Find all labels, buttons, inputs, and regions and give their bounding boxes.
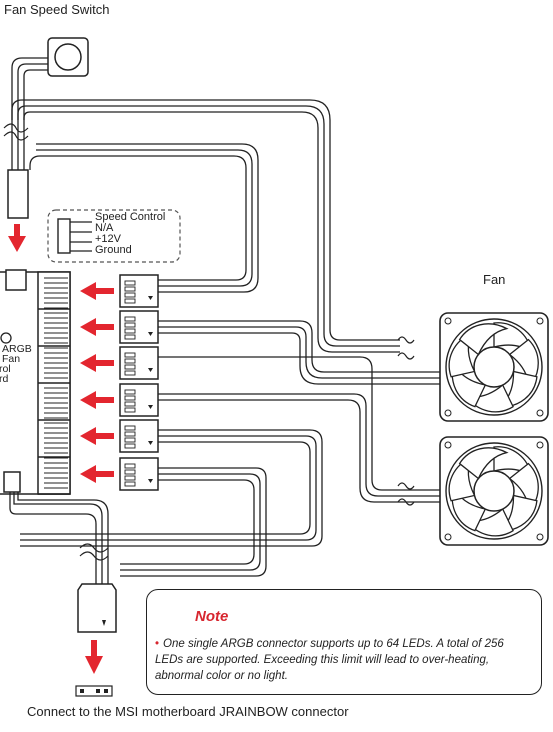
board-headers [38, 277, 70, 495]
fan-icon [439, 436, 549, 546]
fan-connector-plug [119, 383, 159, 417]
board-label-line: rol [0, 363, 11, 375]
fan-speed-switch-label: Fan Speed Switch [4, 2, 110, 17]
fan-connector-plug [119, 419, 159, 453]
board-label-line: ARGB [2, 343, 32, 355]
arrow-left-icon [80, 427, 114, 445]
fan-connector-plug [119, 274, 159, 308]
pinout-list: Speed Control N/A +12V Ground [95, 212, 165, 256]
arrow-down-switch-icon [8, 224, 26, 252]
jrainbow-plug [77, 583, 117, 633]
fan-icon [439, 312, 549, 422]
switch-plug [7, 169, 29, 219]
board-label: ARGB Fan rol rd [0, 343, 32, 385]
arrow-left-icon [80, 391, 114, 409]
pinout-callout [47, 209, 181, 263]
pin-label: N/A [95, 222, 114, 234]
pin-label: +12V [95, 233, 121, 245]
arrow-left-icon [80, 465, 114, 483]
note-text: •One single ARGB connector supports up t… [155, 636, 531, 684]
fan-connectors [119, 274, 159, 491]
arrow-left-icon [80, 318, 114, 336]
jrainbow-cable [9, 492, 109, 584]
jrainbow-header [75, 685, 113, 697]
cable-break-mark [3, 123, 29, 141]
arrow-down-jrainbow-icon [85, 640, 103, 674]
cable-break-mark [79, 543, 109, 561]
note-box: Note •One single ARGB connector supports… [146, 589, 542, 695]
switch-cable [11, 57, 48, 170]
arrow-left-icon [80, 282, 114, 300]
pin-label: Speed Control [95, 211, 166, 223]
jrainbow-caption: Connect to the MSI motherboard JRAINBOW … [27, 704, 349, 719]
note-bullet: • [155, 638, 160, 650]
arrow-left-icon [80, 354, 114, 372]
red-arrows [80, 282, 114, 483]
fan-cables [11, 99, 440, 577]
note-body: One single ARGB connector supports up to… [155, 638, 504, 682]
pin-label: Ground [95, 244, 132, 256]
fan-connector-plug [119, 346, 159, 380]
fans [439, 312, 549, 546]
fan-speed-switch[interactable] [47, 37, 89, 77]
board-label-line: rd [0, 373, 9, 385]
fan-connector-plug [119, 457, 159, 491]
fan-label: Fan [483, 272, 506, 287]
board-label-line: Fan [2, 353, 21, 365]
fan-connector-plug [119, 310, 159, 344]
note-title: Note [195, 608, 229, 625]
